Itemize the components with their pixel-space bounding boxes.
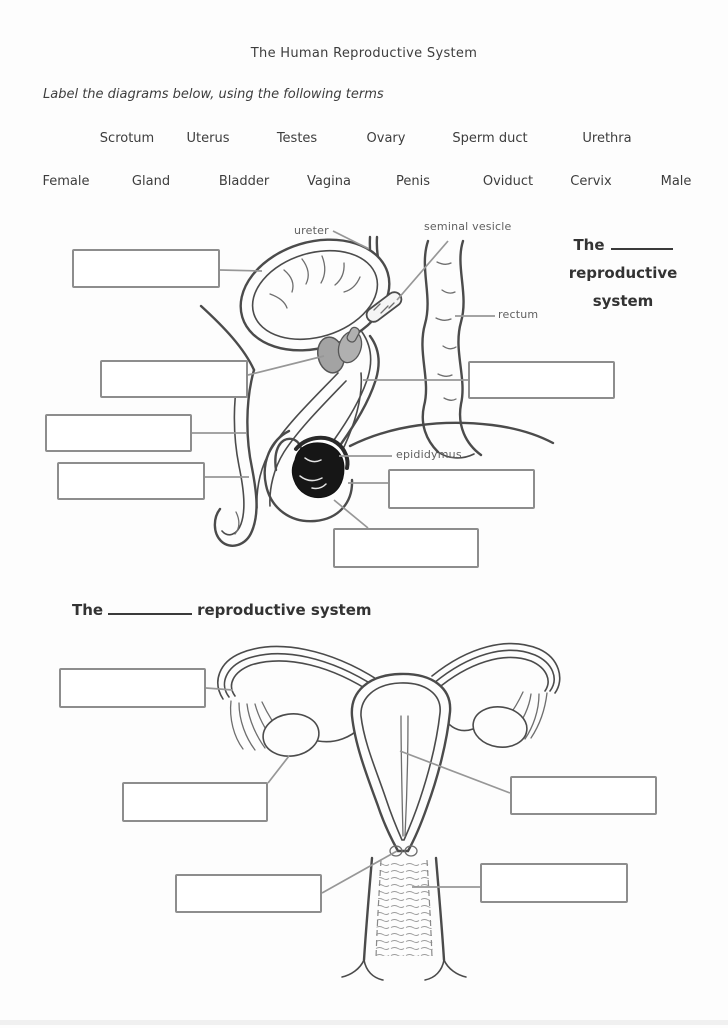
male-caption-line3: system	[592, 292, 654, 310]
label-seminal-vesicle: seminal vesicle	[424, 220, 512, 233]
male-answer-box-6[interactable]	[388, 469, 535, 509]
female-answer-box-3[interactable]	[510, 776, 657, 815]
instruction-text: Label the diagrams below, using the foll…	[43, 87, 384, 102]
term-penis: Penis	[396, 174, 430, 189]
term-testes: Testes	[276, 131, 318, 146]
term-ovary: Ovary	[366, 131, 406, 146]
label-rectum: rectum	[498, 308, 539, 321]
male-caption-blank[interactable]	[610, 236, 673, 250]
female-caption: The reproductive system	[72, 601, 372, 619]
term-gland: Gland	[131, 174, 171, 189]
term-female: Female	[42, 174, 90, 189]
male-answer-box-5[interactable]	[57, 462, 205, 500]
term-bladder: Bladder	[218, 174, 270, 189]
label-ureter: ureter	[294, 224, 329, 237]
female-answer-box-2[interactable]	[122, 782, 268, 822]
male-caption-line2: reproductive	[568, 264, 678, 282]
term-male: Male	[660, 174, 692, 189]
page-title: The Human Reproductive System	[250, 46, 478, 61]
term-urethra: Urethra	[582, 131, 632, 146]
term-sperm-duct: Sperm duct	[452, 131, 528, 146]
female-diagram-drawing	[217, 642, 561, 981]
term-uterus: Uterus	[186, 131, 230, 146]
male-caption-prefix: The	[573, 236, 605, 254]
scan-edge-shadow	[0, 1020, 728, 1025]
female-answer-box-1[interactable]	[59, 668, 206, 708]
female-answer-box-5[interactable]	[480, 863, 628, 903]
male-answer-box-4[interactable]	[45, 414, 192, 452]
term-scrotum: Scrotum	[99, 131, 155, 146]
male-answer-box-7[interactable]	[333, 528, 479, 568]
label-epididymus: epididymus	[396, 448, 462, 461]
female-caption-blank[interactable]	[108, 601, 193, 615]
female-answer-box-4[interactable]	[175, 874, 322, 913]
term-cervix: Cervix	[570, 174, 612, 189]
female-caption-prefix: The	[72, 601, 104, 619]
male-answer-box-1[interactable]	[72, 249, 220, 288]
term-vagina: Vagina	[307, 174, 351, 189]
term-oviduct: Oviduct	[482, 174, 534, 189]
male-caption: The reproductive system	[557, 231, 689, 315]
male-answer-box-3[interactable]	[468, 361, 615, 399]
female-caption-suffix: reproductive system	[197, 601, 372, 619]
male-answer-box-2[interactable]	[100, 360, 248, 398]
